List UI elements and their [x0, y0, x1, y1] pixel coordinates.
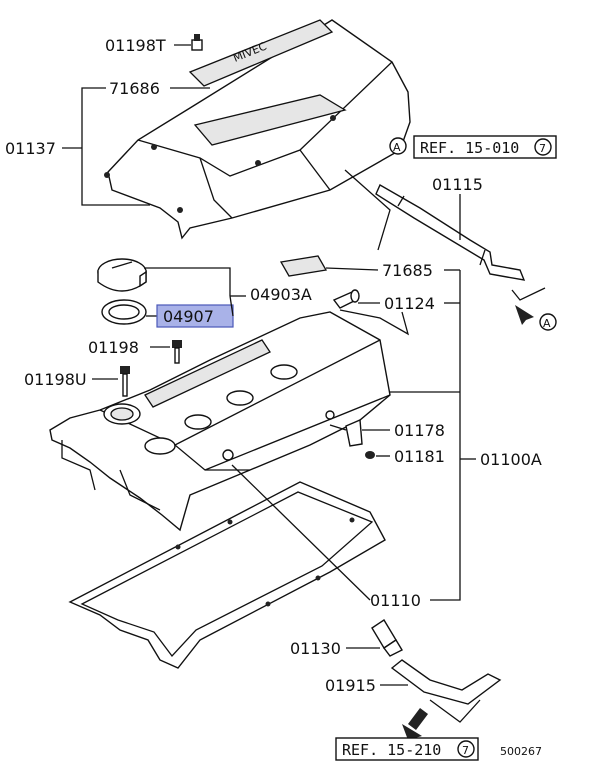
- label-01130[interactable]: 01130: [290, 639, 341, 658]
- engine-cover[interactable]: MIVEC: [104, 19, 411, 240]
- label-01115[interactable]: 01115: [432, 175, 483, 194]
- cover-gasket[interactable]: [68, 481, 386, 669]
- ref-bottom[interactable]: REF. 15-210 7: [335, 737, 479, 761]
- label-01178[interactable]: 01178: [394, 421, 445, 440]
- fitting-01124[interactable]: [332, 289, 360, 309]
- ref-top-num: 7: [539, 142, 546, 155]
- ref-top-marker: A: [393, 141, 401, 154]
- label-01100A[interactable]: 01100A: [480, 450, 542, 469]
- label-01198T[interactable]: 01198T: [105, 36, 166, 55]
- arrow-down-icon: [402, 708, 428, 740]
- bolt-01198U-icon[interactable]: [120, 366, 130, 397]
- diagram-code: 500267: [500, 745, 542, 758]
- bolt-01198-icon[interactable]: [172, 340, 182, 364]
- ref-top[interactable]: A REF. 15-010 7: [389, 135, 557, 159]
- label-plate-71685[interactable]: [279, 255, 328, 277]
- label-01198[interactable]: 01198: [88, 338, 139, 357]
- bolt-01198T-icon[interactable]: [191, 34, 203, 51]
- label-01124[interactable]: 01124: [384, 294, 435, 313]
- label-01915[interactable]: 01915: [325, 676, 376, 695]
- label-71685[interactable]: 71685: [382, 261, 433, 280]
- label-01110[interactable]: 01110: [370, 591, 421, 610]
- ref-bottom-num: 7: [462, 744, 469, 757]
- arrow-to-A-icon: A: [515, 305, 557, 331]
- label-01181[interactable]: 01181: [394, 447, 445, 466]
- label-04907[interactable]: 04907: [163, 307, 214, 326]
- bracket-01178[interactable]: [345, 418, 363, 447]
- label-71686[interactable]: 71686: [109, 79, 160, 98]
- oil-filler-cap[interactable]: [97, 258, 147, 292]
- hose-01915[interactable]: [390, 659, 502, 705]
- pcv-valve-01130[interactable]: [371, 619, 403, 657]
- label-01198U[interactable]: 01198U: [24, 370, 87, 389]
- label-04903A[interactable]: 04903A: [250, 285, 312, 304]
- ref-top-text: REF. 15-010: [420, 139, 519, 157]
- gasket-04907[interactable]: [101, 299, 147, 325]
- hose-01115[interactable]: [375, 184, 526, 281]
- valve-cover[interactable]: [49, 311, 391, 532]
- arrow-marker: A: [543, 317, 551, 330]
- label-01137[interactable]: 01137: [5, 139, 56, 158]
- bolt-01181-icon[interactable]: [365, 451, 375, 459]
- ref-bottom-text: REF. 15-210: [342, 741, 441, 759]
